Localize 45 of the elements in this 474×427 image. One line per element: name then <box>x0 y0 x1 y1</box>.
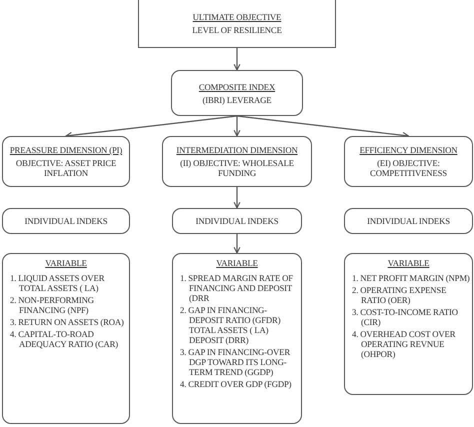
process-box <box>2 136 130 187</box>
arrow <box>65 115 238 139</box>
process-box <box>162 136 312 187</box>
arrow <box>234 234 240 254</box>
process-box <box>344 208 473 234</box>
list-item: 2. NON-PERFORMING FINANCING (NPF) <box>9 295 95 315</box>
heading: VARIABLE <box>216 258 258 268</box>
arrow <box>234 116 240 137</box>
heading: EFFICIENCY DIMENSION <box>360 145 458 155</box>
heading: COMPOSITE INDEX <box>198 82 276 92</box>
box-label: INDIVIDUAL INDEKS <box>196 216 278 226</box>
process-box <box>138 0 336 48</box>
list-item: 2. GAP IN FINANCING-DEPOSIT RATIO (GFDR) TOTAL ASSETS ( LA) DEPOSIT (DRR) <box>179 305 282 345</box>
heading: VARIABLE <box>45 258 87 268</box>
box-text: (II) OBJECTIVE: WHOLESALE FUNDING <box>179 158 295 178</box>
box-label: INDIVIDUAL INDEKS <box>367 216 450 226</box>
box-label: INDIVIDUAL INDEKS <box>24 216 108 226</box>
heading: PREASSURE DIMENSION (PI) <box>10 145 122 155</box>
list-item: 3. RETURN ON ASSETS (ROA) <box>9 317 125 327</box>
box-text: OBJECTIVE: ASSET PRICE INFLATION <box>14 158 118 178</box>
list-item: 4. CREDIT OVER GDP (FGDP) <box>179 379 292 389</box>
arrow <box>234 48 240 71</box>
list-item: 3. GAP IN FINANCING-OVER DGP TOWARD ITS LONG-TERM TREND (GGDP) <box>179 347 292 377</box>
variable-list-box <box>172 253 302 424</box>
heading: VARIABLE <box>388 258 430 268</box>
list-item: 2. OPERATING EXPENSE RATIO (OER) <box>351 285 448 305</box>
process-box <box>172 208 302 234</box>
process-box <box>2 208 130 234</box>
process-box <box>171 70 303 116</box>
arrow <box>236 115 410 139</box>
list-item: 4. OVERHEAD COST OVER OPERATING REVNUE (OHPOR) <box>351 329 456 359</box>
list-item: 1. LIQUID ASSETS OVER TOTAL ASSETS ( LA) <box>9 273 106 293</box>
box-text: LEVEL OF RESILIENCE <box>192 24 282 34</box>
list-item: 4. CAPITAL-TO-ROAD ADEQUACY RATIO (CAR) <box>9 329 119 349</box>
box-text: (EI) OBJECTIVE: COMPETITIVENESS <box>369 158 448 178</box>
list-item: 1. NET PROFIT MARGIN (NPM) <box>351 273 471 283</box>
heading: ULTIMATE OBJECTIVE <box>192 12 282 22</box>
list-item: 3. COST-TO-INCOME RATIO (CIR) <box>351 307 459 327</box>
list-item: 1. SPREAD MARGIN RATE OF FINANCING AND DEPOSIT (DRR <box>179 273 294 303</box>
box-text: (IBRI) LEVERAGE <box>202 94 272 104</box>
variable-list-box <box>344 253 473 395</box>
heading: INTERMEDIATION DIMENSION <box>176 145 298 155</box>
arrow <box>234 187 240 209</box>
variable-list-box <box>2 253 130 424</box>
process-box <box>344 136 473 187</box>
